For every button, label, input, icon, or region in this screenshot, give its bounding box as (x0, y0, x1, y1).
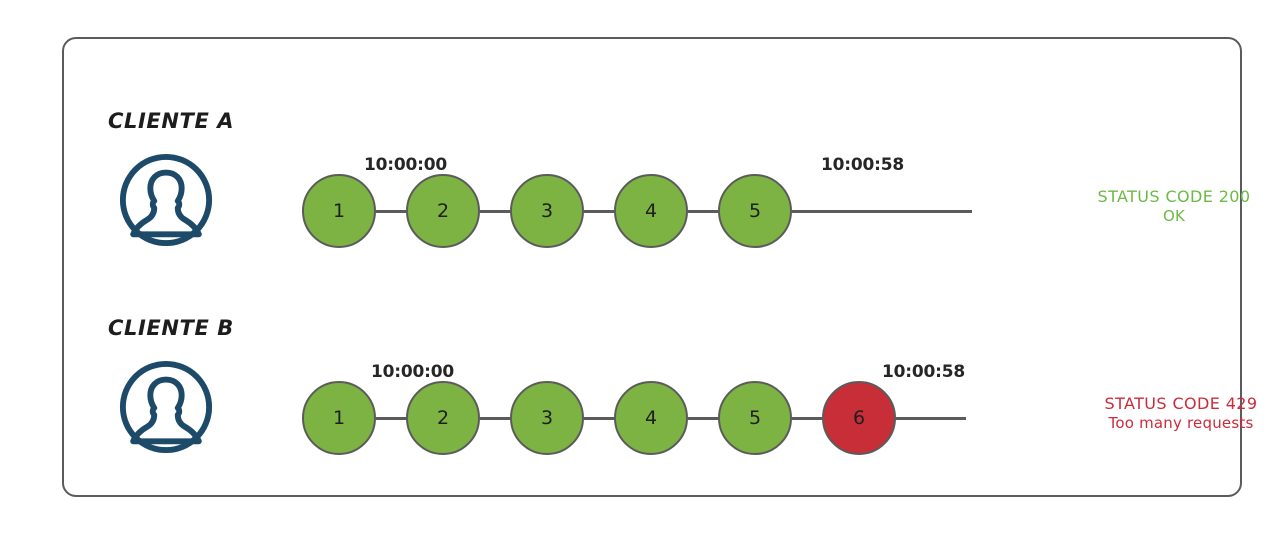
rate-limit-diagram-frame: CLIENTE A 10:00:00 10:00:58 1 2 3 4 5 ST… (62, 37, 1257, 497)
request-tail-line (792, 209, 972, 213)
request-connector (688, 416, 718, 420)
client-a-start-timestamp: 10:00:00 (364, 155, 447, 175)
user-avatar-icon (117, 358, 215, 456)
request-node[interactable]: 5 (718, 381, 792, 455)
request-tail-line (896, 416, 966, 420)
status-code-text: STATUS CODE 200 (1097, 187, 1251, 206)
request-connector (480, 209, 510, 213)
request-connector (376, 416, 406, 420)
request-node[interactable]: 3 (510, 174, 584, 248)
status-message-text: Too many requests (1108, 413, 1254, 432)
status-code-text: STATUS CODE 429 (1104, 394, 1258, 413)
request-node-blocked[interactable]: 6 (822, 381, 896, 455)
status-message-text: OK (1162, 206, 1186, 225)
request-node[interactable]: 4 (614, 174, 688, 248)
client-row-b: CLIENTE B 10:00:00 10:00:58 1 2 3 4 5 6 … (64, 276, 1257, 476)
request-connector (792, 416, 822, 420)
request-node[interactable]: 2 (406, 381, 480, 455)
client-b-request-chain: 1 2 3 4 5 6 (302, 379, 966, 457)
request-connector (480, 416, 510, 420)
request-connector (584, 416, 614, 420)
client-a-status-annotation: STATUS CODE 200 OK (1084, 187, 1264, 225)
request-connector (688, 209, 718, 213)
client-b-start-timestamp: 10:00:00 (371, 362, 454, 382)
request-node[interactable]: 2 (406, 174, 480, 248)
client-a-request-chain: 1 2 3 4 5 (302, 172, 972, 250)
client-a-end-timestamp: 10:00:58 (821, 155, 904, 175)
client-a-label: CLIENTE A (108, 109, 235, 133)
request-node[interactable]: 1 (302, 381, 376, 455)
client-b-label: CLIENTE B (108, 316, 234, 340)
client-b-end-timestamp: 10:00:58 (882, 362, 965, 382)
request-connector (584, 209, 614, 213)
request-connector (376, 209, 406, 213)
client-b-status-annotation: STATUS CODE 429 Too many requests (1084, 394, 1278, 432)
user-avatar-icon (117, 151, 215, 249)
request-node[interactable]: 3 (510, 381, 584, 455)
request-node[interactable]: 4 (614, 381, 688, 455)
client-row-a: CLIENTE A 10:00:00 10:00:58 1 2 3 4 5 ST… (64, 69, 1250, 269)
request-node[interactable]: 5 (718, 174, 792, 248)
request-node[interactable]: 1 (302, 174, 376, 248)
